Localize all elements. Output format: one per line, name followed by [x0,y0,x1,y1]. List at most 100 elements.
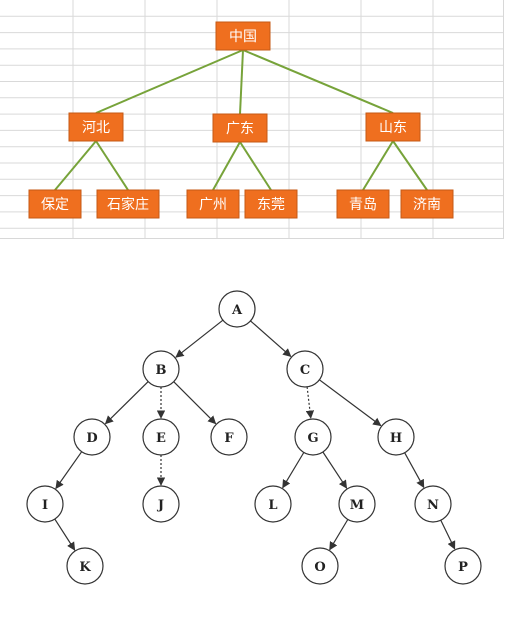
org-connector-line [362,140,394,191]
tree-edge-arrow [55,451,83,490]
org-node-city: 济南 [400,189,454,219]
org-node-city: 石家庄 [96,189,160,219]
org-node-province-label: 山东 [379,120,407,136]
tree-node-label: M [350,498,364,513]
org-node-city-box [186,189,240,219]
tree-node-circle [142,418,180,456]
org-node-province-label: 河北 [82,120,110,136]
tree-node-circle [218,290,256,328]
org-node-city-box [400,189,454,219]
org-node-city-box [28,189,82,219]
org-connector-line [212,141,241,191]
tree-node-label: P [458,560,468,575]
tree-node: I [26,485,64,523]
tree-edge-arrow [404,452,425,489]
org-node-province-box [68,112,124,142]
org-connectors [54,49,428,191]
spreadsheet-org-chart: 中国河北保定 石家庄 广东广州 东莞 山东青岛 济南 [0,0,504,239]
org-node-city: 青岛 [336,189,390,219]
tree-node-label: J [157,498,164,513]
org-node-city-box [244,189,298,219]
org-connector-line [239,141,272,191]
tree-node: C [286,350,324,388]
tree-node-circle [142,350,180,388]
org-node-city: 保定 [28,189,82,219]
org-connector-line [54,140,97,191]
tree-node: O [301,547,339,585]
tree-edge-arrow [173,381,217,425]
org-node-root-label: 中国 [229,29,257,45]
tree-node-circle [338,485,376,523]
tree-node: B [142,350,180,388]
tree-edge-arrow [322,451,348,489]
org-node-city-label: 济南 [413,197,441,213]
org-connector-line [392,140,428,191]
tree-node-label: C [300,363,310,378]
org-node-city-label: 青岛 [349,197,377,213]
tree-node: K [66,547,104,585]
org-node-city-label: 东莞 [257,197,285,213]
tree-edge-arrow [305,386,315,419]
tree-node: L [254,485,292,523]
org-node-city: 广州 [186,189,240,219]
tree-edge-arrow [282,452,305,489]
org-node-province-box [365,112,421,142]
org-node-city-label: 广州 [199,197,227,213]
tree-edges [54,319,456,551]
org-connector-line [95,140,129,191]
tree-node-label: K [79,560,91,575]
tree-node: N [414,485,452,523]
tree-node: F [210,418,248,456]
tree-node: P [444,547,482,585]
tree-edge-arrow [104,381,149,425]
tree-node-label: E [156,431,166,446]
tree-node-circle [301,547,339,585]
org-node-province-label: 广东 [226,121,254,137]
tree-node-label: G [307,431,318,446]
org-node-city: 东莞 [244,189,298,219]
tree-edge-arrow [250,320,292,357]
tree-node-circle [414,485,452,523]
org-node-province: 广东 [212,113,268,143]
letter-tree-canvas: A B C D E F G H I J K L M N O P [26,290,482,585]
tree-node-label: O [314,560,325,575]
tree-node-circle [254,485,292,523]
org-connector-line [95,49,244,114]
org-node-province: 山东 [365,112,421,142]
tree-node-circle [66,547,104,585]
org-node-root: 中国 [215,21,271,51]
tree-node: J [142,485,180,523]
tree-edge-arrow [54,518,76,551]
tree-node-label: H [390,431,402,446]
tree-node: G [294,418,332,456]
letter-tree-diagram: A B C D E F G H I J K L M N O P [0,282,507,631]
tree-node-label: A [231,303,243,318]
tree-nodes: A B C D E F G H I J K L M N O P [26,290,482,585]
org-connector-line [239,49,244,115]
tree-node-circle [294,418,332,456]
tree-node-label: N [427,498,439,513]
tree-node-circle [377,418,415,456]
tree-node: M [338,485,376,523]
tree-node-label: I [42,498,48,513]
tree-node-circle [26,485,64,523]
org-node-city-label: 保定 [41,197,69,213]
org-node-province: 河北 [68,112,124,142]
tree-edge-arrow [319,379,382,427]
org-node-city-label: 石家庄 [107,196,149,213]
tree-node: A [218,290,256,328]
tree-edge-arrow [329,519,349,551]
tree-node-circle [444,547,482,585]
tree-node-label: B [156,363,167,378]
org-connector-line [242,49,394,114]
org-node-root-box [215,21,271,51]
tree-node: D [73,418,111,456]
org-node-city-box [336,189,390,219]
tree-node: E [142,418,180,456]
tree-node-label: F [224,431,234,446]
org-node-province-box [212,113,268,143]
tree-node: H [377,418,415,456]
tree-node-circle [73,418,111,456]
